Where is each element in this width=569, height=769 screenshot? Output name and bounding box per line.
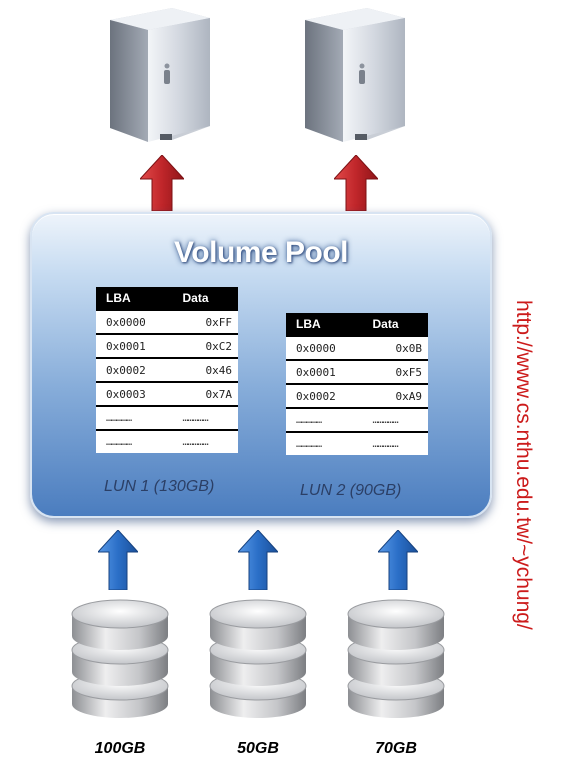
table-row: …………… …………… [96,405,238,429]
data-cell: …………… [362,431,428,455]
lba-cell: …………… [96,405,173,429]
table-row: …………… …………… [96,429,238,453]
column-header: LBA [96,287,173,309]
column-header: Data [172,287,238,309]
lun-1-caption: LUN 1 (130GB) [104,478,215,495]
database-disk-icon [344,594,448,724]
data-cell: 0x0B [362,335,428,359]
pool-title: Volume Pool [174,236,348,269]
data-cell: 0x46 [172,357,238,381]
data-cell: 0x7A [172,381,238,405]
data-cell: …………… [172,429,238,453]
lba-cell: 0x0001 [96,333,173,357]
lba-cell: …………… [96,429,173,453]
data-cell: 0xF5 [362,359,428,383]
blue-up-arrow-icon [378,530,418,590]
data-cell: …………… [362,407,428,431]
lba-cell: 0x0000 [96,309,173,333]
lba-cell: 0x0001 [286,359,363,383]
table-row: 0x0003 0x7A [96,381,238,405]
lun-1-table: LBA Data 0x0000 0xFF 0x0001 0xC2 0x0002 … [96,287,238,453]
lba-cell: 0x0003 [96,381,173,405]
database-disk-icon [68,594,172,724]
red-up-arrow-icon [140,155,184,211]
lba-cell: 0x0002 [286,383,363,407]
server-icon [100,8,220,148]
table-row: …………… …………… [286,407,428,431]
red-up-arrow-icon [334,155,378,211]
table-row: 0x0000 0x0B [286,335,428,359]
data-cell: 0xFF [172,309,238,333]
table-row: 0x0001 0xF5 [286,359,428,383]
lba-cell: …………… [286,431,363,455]
blue-up-arrow-icon [238,530,278,590]
data-cell: 0xA9 [362,383,428,407]
database-disk-icon [206,594,310,724]
lba-cell: 0x0000 [286,335,363,359]
table-row: 0x0002 0xA9 [286,383,428,407]
lun-2-caption: LUN 2 (90GB) [300,482,402,499]
data-cell: …………… [172,405,238,429]
side-url-container: http://www.cs.nthu.edu.tw/~ychung/ [512,300,555,670]
table-header-row: LBA Data [286,313,428,335]
author-url[interactable]: http://www.cs.nthu.edu.tw/~ychung/ [512,300,535,630]
lba-cell: …………… [286,407,363,431]
table-row: 0x0000 0xFF [96,309,238,333]
column-header: Data [362,313,428,335]
data-cell: 0xC2 [172,333,238,357]
disk-label: 70GB [375,740,417,757]
lba-cell: 0x0002 [96,357,173,381]
disk-label: 100GB [94,740,146,757]
table-header-row: LBA Data [96,287,238,309]
blue-up-arrow-icon [98,530,138,590]
disk-label: 50GB [237,740,279,757]
table-row: 0x0001 0xC2 [96,333,238,357]
lun-2-table: LBA Data 0x0000 0x0B 0x0001 0xF5 0x0002 … [286,313,428,455]
table-row: …………… …………… [286,431,428,455]
server-icon [295,8,415,148]
table-row: 0x0002 0x46 [96,357,238,381]
column-header: LBA [286,313,363,335]
